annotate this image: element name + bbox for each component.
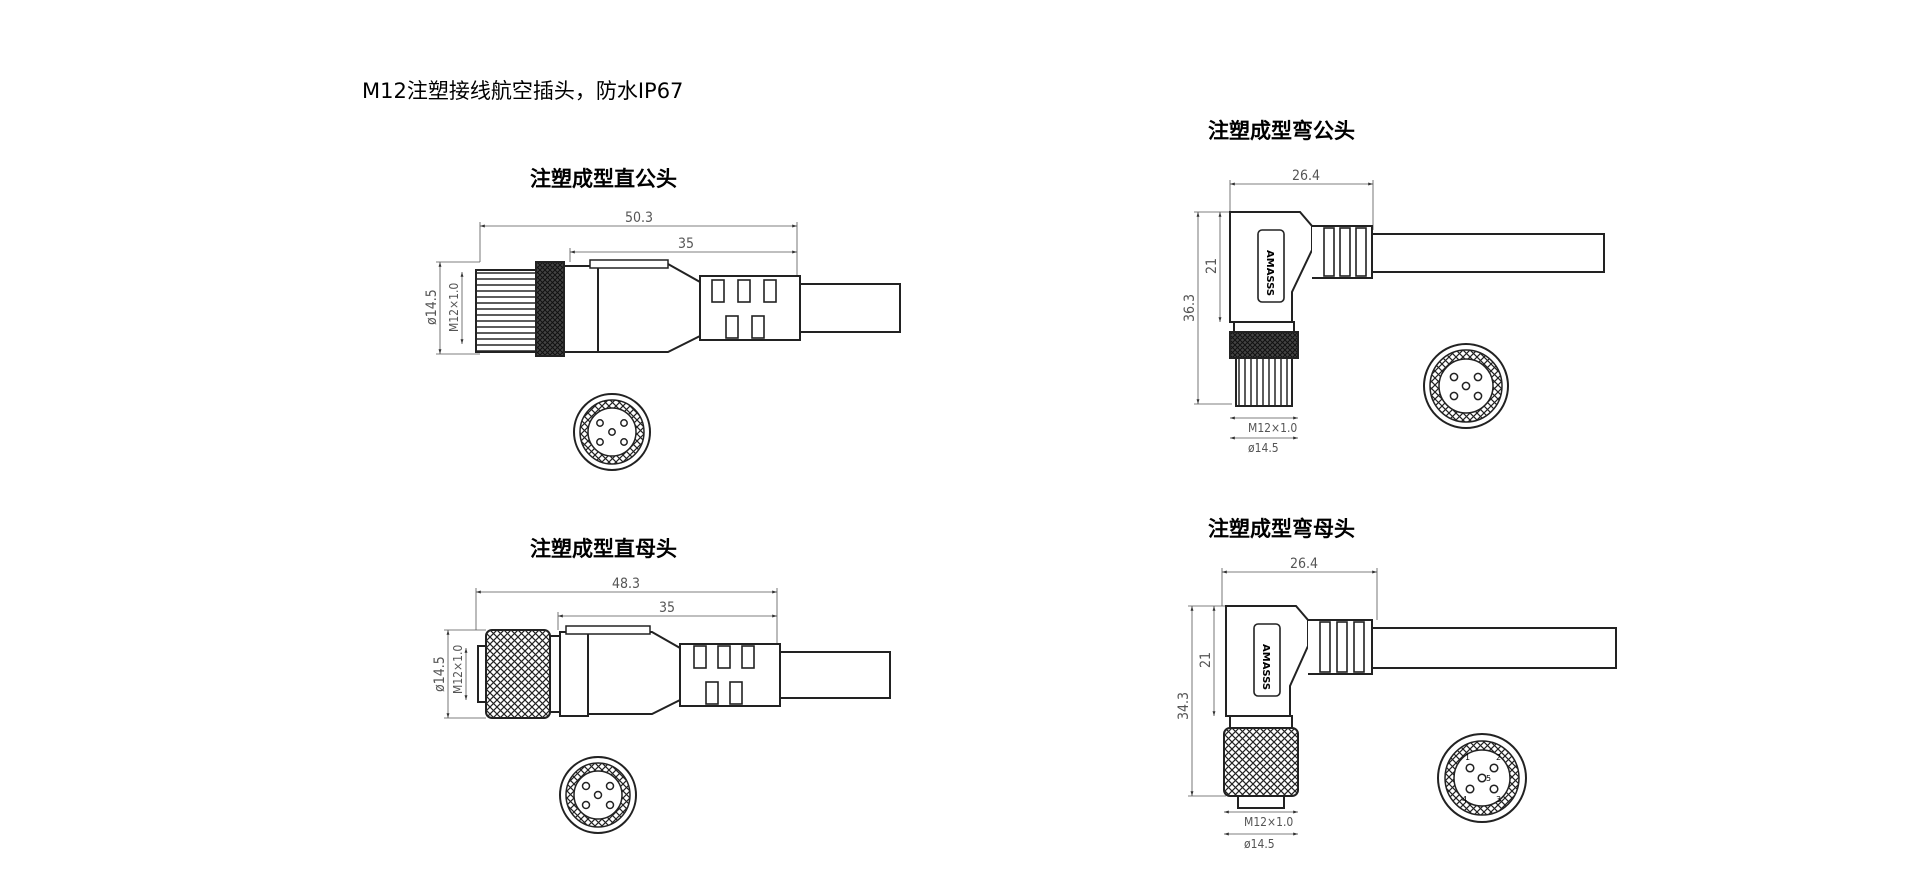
dim-thread-label: M12×1.0 [1248,421,1297,435]
dim-body-label: 35 [678,236,694,252]
straight-female-front-view [559,756,637,834]
straight-male-title: 注塑成型直公头 [530,167,677,191]
panel-straight-male: 注塑成型直公头 50.3 35 ø14.5 M12×1.0 [424,167,901,471]
pin-label-1: 1 [1465,753,1470,762]
panel-right-angle-female: 注塑成型弯母头 26.4 34.3 21 AMASSS M12×1.0 ø14.… [1176,517,1617,851]
dim-diameter-label: ø14.5 [1248,441,1279,455]
female-knurl-nut [485,629,551,719]
pin-label-3: 3 [1496,795,1501,804]
right-angle-male-front-view [1423,343,1509,429]
dim-diameter-label: ø14.5 [432,656,448,692]
dim-width-label: 26.4 [1290,556,1318,572]
logo-text: AMASSS [1264,250,1275,296]
main-title: M12注塑接线航空插头，防水IP67 [362,79,683,103]
straight-female-title: 注塑成型直母头 [530,537,677,561]
male-knurl-nut [535,261,565,357]
dim-inner-label: 21 [1198,652,1214,668]
dim-diameter-label: ø14.5 [1244,837,1275,851]
panel-straight-female: 注塑成型直母头 48.3 35 ø14.5 M12×1.0 [432,537,891,834]
pin-label-4: 4 [1462,795,1467,804]
panel-right-angle-male: 注塑成型弯公头 26.4 36.3 21 AMASSS M12×1.0 ø14.… [1182,119,1605,455]
dim-thread-label: M12×1.0 [451,645,465,694]
dim-thread-label: M12×1.0 [1244,815,1293,829]
male-thread [475,269,537,353]
dim-thread-label: M12×1.0 [447,283,461,332]
straight-male-front-view [573,393,651,471]
right-angle-female-title: 注塑成型弯母头 [1208,517,1355,541]
male-cable [800,283,901,333]
pin-label-5: 5 [1486,774,1491,783]
dim-height-label: 34.3 [1176,692,1192,720]
dim-body-label: 35 [659,600,675,616]
right-angle-female-front-view: 1 2 3 4 5 [1437,733,1527,823]
dim-total-label: 50.3 [625,210,653,226]
logo-text: AMASSS [1260,644,1271,690]
dim-height-label: 36.3 [1182,294,1198,322]
right-angle-male-title: 注塑成型弯公头 [1208,119,1355,143]
dim-diameter-label: ø14.5 [424,289,440,325]
pin-label-2: 2 [1496,753,1501,762]
dim-inner-label: 21 [1204,258,1220,274]
dim-total-label: 48.3 [612,576,640,592]
dim-width-label: 26.4 [1292,168,1320,184]
